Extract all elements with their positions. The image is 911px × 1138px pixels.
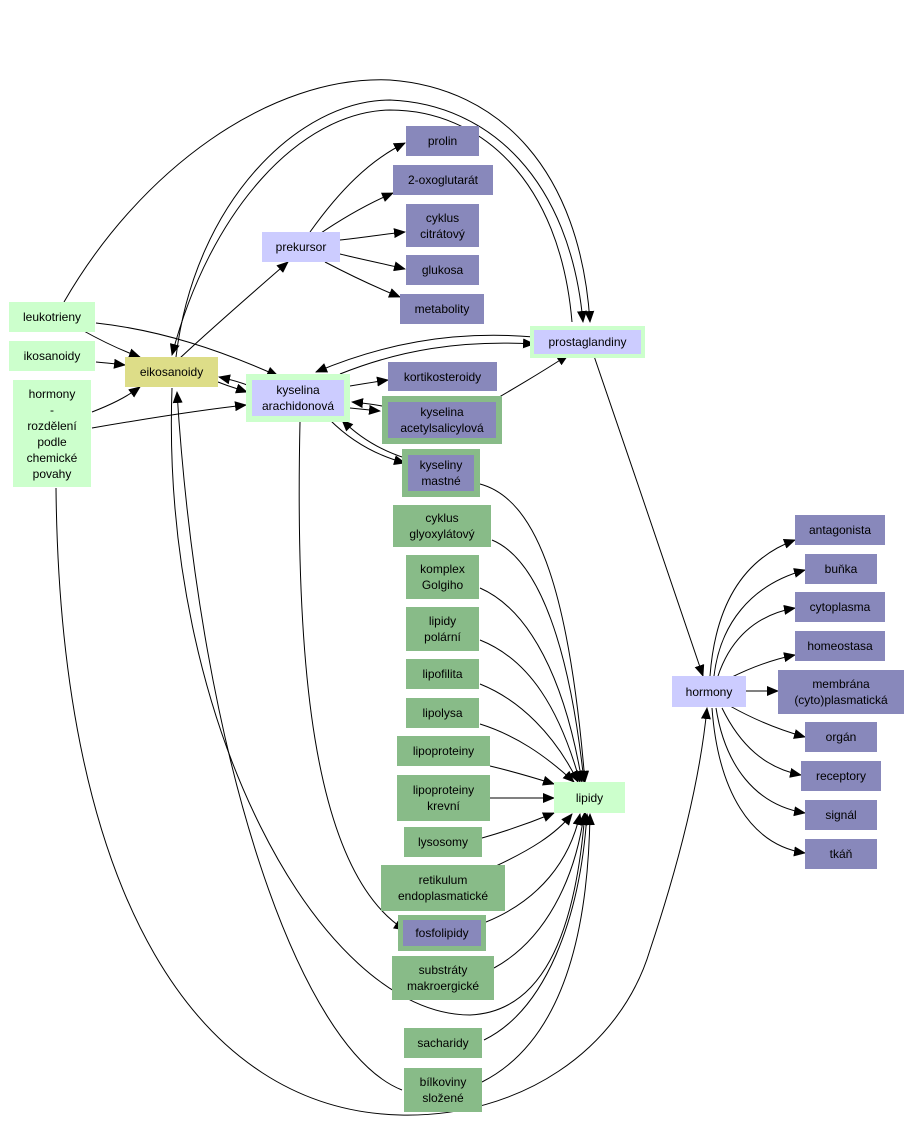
node-hormony-rozdeleni: hormony - rozdělení podle chemické povah… xyxy=(13,380,91,487)
edge-leukotrieny-eikosanoidy xyxy=(81,329,141,359)
node-kyselina-acetylsalicylova-label: kyselina acetylsalicylová xyxy=(388,402,496,438)
edge-eikosanoidy-lipidy xyxy=(170,387,590,1016)
edge-hormony-signal xyxy=(715,707,806,817)
edge-prekursor-oxoglutarat xyxy=(317,192,394,236)
node-kyselina-acetylsalicylova: kyselina acetylsalicylová xyxy=(382,396,502,444)
node-glukosa: glukosa xyxy=(406,255,479,285)
edge-hormony-antagonista xyxy=(709,539,796,677)
edge-lysosomy-lipidy xyxy=(481,812,555,839)
edge-prostaglandiny-eikosanoidy xyxy=(169,109,573,356)
edge-eikosanoidy-prekursor xyxy=(179,261,289,359)
node-cytoplasma: cytoplasma xyxy=(795,592,885,622)
edge-ikosanoidy-eikosanoidy xyxy=(95,358,126,369)
node-receptory: receptory xyxy=(801,761,881,791)
node-fosfolipidy-label: fosfolipidy xyxy=(403,920,481,946)
edge-retikulum-lipidy xyxy=(495,813,573,867)
node-prostaglandiny: prostaglandiny xyxy=(530,326,645,358)
edge-sacharidy-lipidy xyxy=(483,813,592,1041)
edge-acetylsalicylova-prostaglandiny xyxy=(493,354,569,401)
node-bunka: buňka xyxy=(805,554,877,584)
edge-fosfolipidy-lipidy xyxy=(485,813,583,923)
node-metabolity: metabolity xyxy=(400,294,484,324)
edge-prekursor-glukosa xyxy=(339,253,406,272)
edge-kyseliny-mastne-kyselina-arachidonova xyxy=(341,419,406,459)
edge-leukotrieny-prostaglandiny xyxy=(63,79,595,323)
edge-leukotrieny-kyselina-arachidonova xyxy=(95,322,279,377)
edge-acetylsalicylova-kyselina-arachidonova xyxy=(351,398,383,409)
edge-kyselina-arachidonova-prostaglandiny xyxy=(339,338,535,375)
edge-prekursor-metabolity xyxy=(324,261,401,298)
node-lipolysa: lipolysa xyxy=(406,698,479,728)
edge-lipolysa-lipidy xyxy=(479,723,575,783)
edge-lipofilita-lipidy xyxy=(479,683,579,783)
node-hormony: hormony xyxy=(672,676,746,707)
node-prekursor: prekursor xyxy=(262,232,340,262)
node-substraty-makroergicke: substráty makroergické xyxy=(392,956,494,1000)
node-lysosomy: lysosomy xyxy=(404,827,482,857)
node-membrana-cytoplasmaticka: membrána (cyto)plasmatická xyxy=(778,670,904,714)
node-prostaglandiny-label: prostaglandiny xyxy=(534,330,641,354)
node-lipidy-polarni: lipidy polární xyxy=(406,607,479,651)
edge-hormony-receptory xyxy=(721,707,802,778)
node-kortikosteroidy: kortikosteroidy xyxy=(388,362,497,391)
edge-kyselina-arachidonova-fosfolipidy xyxy=(298,421,406,931)
edge-prekursor-prolin xyxy=(309,142,406,233)
node-lipoproteiny-krevni: lipoproteiny krevní xyxy=(397,775,490,821)
node-sacharidy: sacharidy xyxy=(404,1028,482,1058)
node-cyklus-glyoxylatovy: cyklus glyoxylátový xyxy=(393,505,491,547)
edge-komplex-golgiho-lipidy xyxy=(479,587,586,783)
edge-hormony-tkan xyxy=(711,707,806,857)
edge-kyselina-arachidonova-eikosanoidy xyxy=(218,374,248,386)
node-lipoproteiny: lipoproteiny xyxy=(397,736,490,766)
edge-kyselina-arachidonova-kortikosteroidy xyxy=(349,376,389,387)
node-eikosanoidy: eikosanoidy xyxy=(125,357,218,387)
edge-eikosanoidy-prostaglandiny xyxy=(175,99,587,358)
node-homeostasa: homeostasa xyxy=(795,631,885,661)
edge-hormony-bunka xyxy=(713,568,806,677)
edge-substraty-lipidy xyxy=(493,813,588,969)
node-antagonista: antagonista xyxy=(795,515,885,545)
node-tkan: tkáň xyxy=(805,839,877,869)
edge-hormony-rozdeleni-hormony xyxy=(55,487,711,1116)
node-retikulum-endoplasmaticke: retikulum endoplasmatické xyxy=(381,865,505,911)
node-signal: signál xyxy=(805,800,877,830)
node-lipidy: lipidy xyxy=(554,782,625,813)
edge-prekursor-cyklus-citratovy xyxy=(339,228,406,241)
edge-prostaglandiny-hormony xyxy=(593,355,705,677)
edge-bilkoviny-lipidy xyxy=(481,813,595,1083)
edge-lipoproteiny-lipidy xyxy=(489,765,555,786)
node-kyselina-arachidonova-label: kyselina arachidonová xyxy=(252,380,344,416)
edge-lipidy-polarni-lipidy xyxy=(479,639,582,783)
edge-hormony-rozdeleni-eikosanoidy xyxy=(91,386,141,413)
node-2-oxoglutarat: 2-oxoglutarát xyxy=(393,165,493,195)
edge-hormony-rozdeleni-kyselina-arachidonova xyxy=(91,401,247,429)
edge-kyselina-arachidonova-acetylsalicylova xyxy=(349,404,381,415)
edge-prostaglandiny-kyselina-arachidonova xyxy=(315,334,535,373)
node-ikosanoidy: ikosanoidy xyxy=(9,341,95,371)
edge-hormony-organ xyxy=(729,705,806,739)
edge-cyklus-glyoxylatovy-lipidy xyxy=(491,539,588,783)
node-lipofilita: lipofilita xyxy=(406,659,479,689)
edge-kyselina-arachidonova-kyseliny-mastne xyxy=(329,419,406,465)
edge-hormony-cytoplasma xyxy=(717,604,796,677)
node-organ: orgán xyxy=(805,722,877,752)
node-kyseliny-mastne-label: kyseliny mastné xyxy=(408,455,474,491)
edge-kyseliny-mastne-lipidy xyxy=(479,483,590,783)
node-leukotrieny: leukotrieny xyxy=(9,302,95,332)
edge-bilkoviny-eikosanoidy xyxy=(172,391,403,1091)
node-kyseliny-mastne: kyseliny mastné xyxy=(402,449,480,497)
node-fosfolipidy: fosfolipidy xyxy=(398,915,486,951)
node-cyklus-citratovy: cyklus citrátový xyxy=(406,204,479,247)
node-komplex-golgiho: komplex Golgiho xyxy=(406,555,479,599)
edge-hormony-homeostasa xyxy=(729,652,796,679)
node-kyselina-arachidonova: kyselina arachidonová xyxy=(246,374,350,422)
node-prolin: prolin xyxy=(406,126,479,156)
node-bilkoviny-slozene: bílkoviny složené xyxy=(404,1068,482,1112)
